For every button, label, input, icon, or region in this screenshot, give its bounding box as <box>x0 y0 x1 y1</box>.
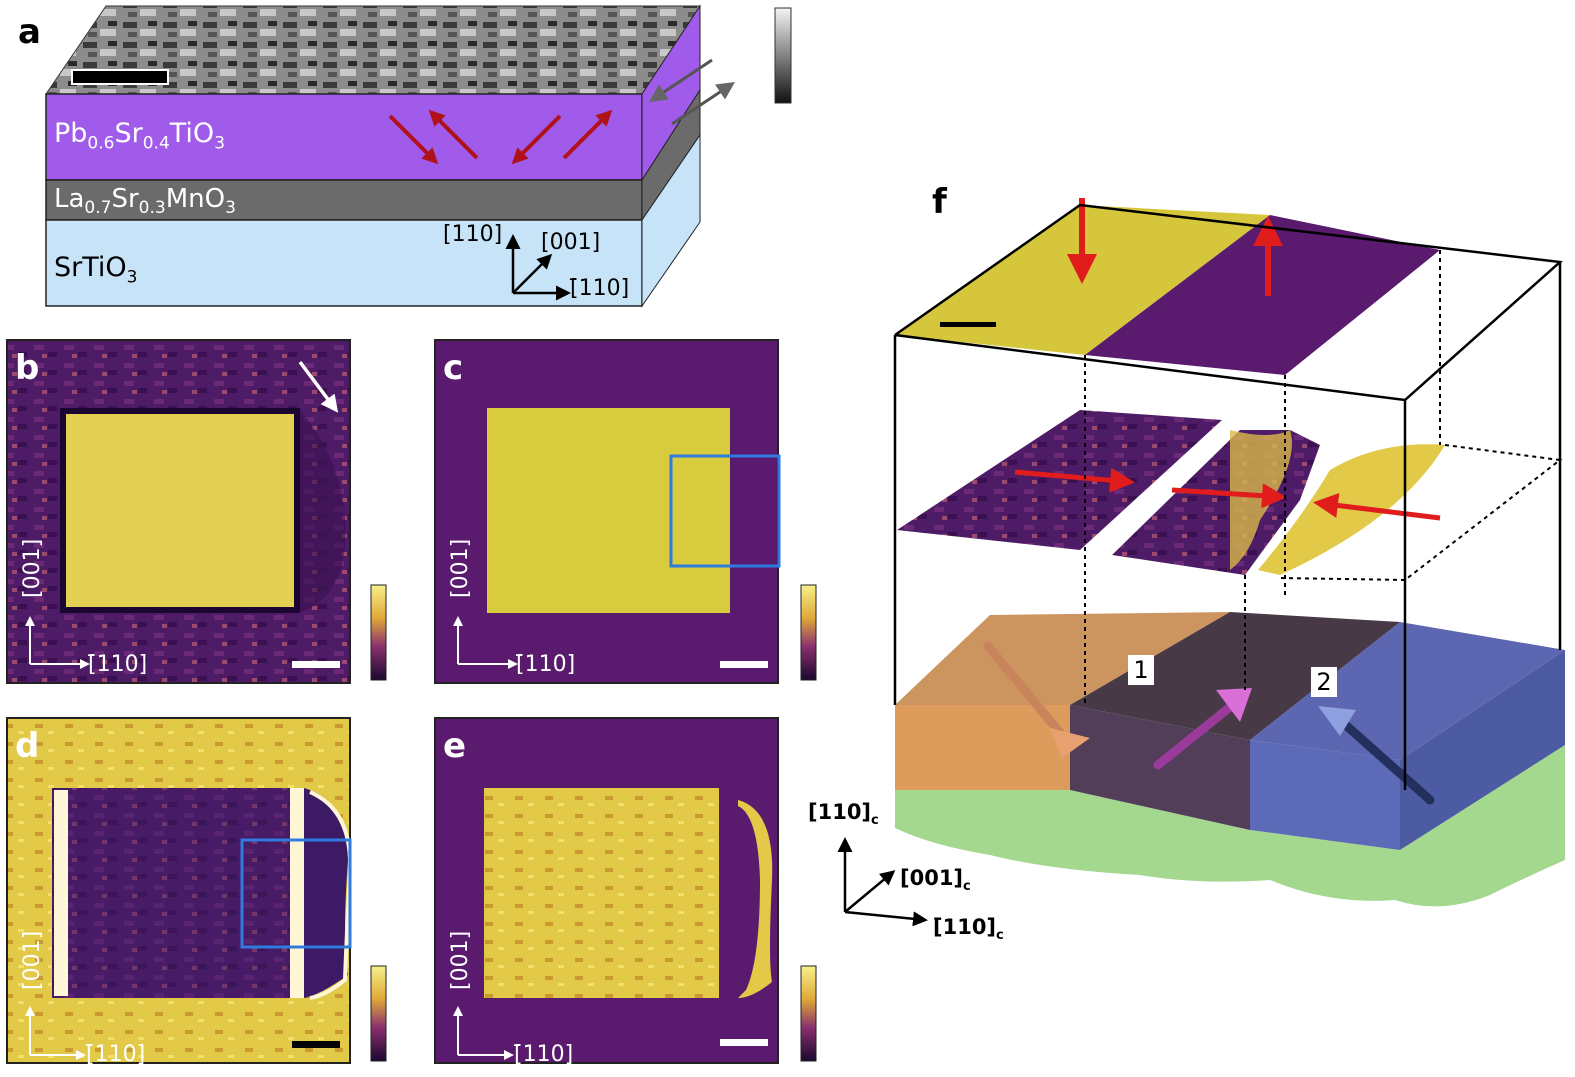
panel-c-image <box>434 339 817 684</box>
axis-f-depth: [001]c <box>900 866 971 895</box>
axis-e-right: [̄110] <box>514 1042 574 1067</box>
panel-letter-e: e <box>443 726 467 766</box>
panel-f-schematic <box>837 198 1565 927</box>
domain-wall-label-1: 1 <box>1128 655 1154 685</box>
axis-e-up: [001] <box>448 930 473 990</box>
panel-letter-c: c <box>443 348 464 388</box>
panel-a-heterostructure <box>45 4 792 308</box>
axis-a-depth: [001] <box>541 230 601 255</box>
panel-letter-a: a <box>18 12 41 52</box>
axis-a-right: [̄110] <box>570 276 630 301</box>
panel-d-image <box>6 717 387 1064</box>
axis-d-up: [001] <box>20 930 45 990</box>
domain-wall-label-2: 2 <box>1311 667 1337 697</box>
axis-f-right: [̄110]c <box>933 915 1004 944</box>
panel-e-image <box>434 717 817 1064</box>
axis-a-up: [110] <box>443 222 503 247</box>
axis-f-up: [110]c <box>808 800 879 829</box>
axis-d-right: [̄110] <box>86 1042 146 1067</box>
axis-b-right: [̄110] <box>88 652 148 677</box>
layer-label-sto: SrTiO3 <box>54 252 138 288</box>
layer-label-pst: Pb0.6Sr0.4TiO3 <box>54 118 226 154</box>
axis-c-right: [̄110] <box>516 652 576 677</box>
panel-letter-b: b <box>15 348 40 388</box>
panel-letter-d: d <box>15 726 40 766</box>
panel-letter-f: f <box>932 182 947 222</box>
layer-label-lsmo: La0.7Sr0.3MnO3 <box>54 184 236 219</box>
axis-c-up: [001] <box>448 538 473 598</box>
axis-b-up: [001] <box>20 538 45 598</box>
panel-b-image <box>6 339 387 684</box>
